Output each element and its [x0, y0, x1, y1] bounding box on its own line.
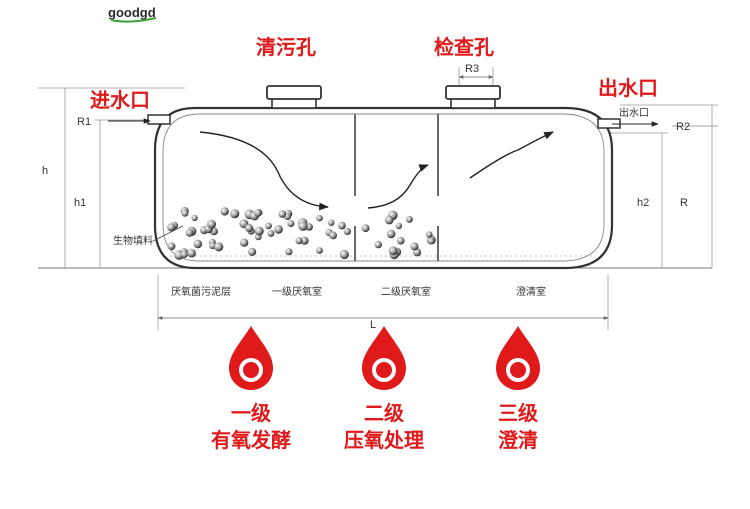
bio-filler-ball [298, 221, 308, 231]
bio-filler-ball [167, 223, 176, 232]
flow-arrow-2 [367, 164, 429, 209]
chamber-label-sludge: 厌氧菌污泥层 [171, 285, 231, 298]
dim-h1-label: h1 [74, 197, 86, 209]
flow-arrow-1 [199, 131, 329, 211]
flow-arrow-3 [469, 131, 554, 179]
bio-filler-ball [361, 224, 370, 233]
droplet-icons [229, 326, 540, 390]
bio-filler-ball [191, 214, 198, 222]
bio-filler-ball [405, 215, 413, 223]
bio-filler-pointer [152, 225, 184, 242]
bio-filler-ball [300, 236, 309, 245]
stage-2-line1: 二级 [364, 401, 404, 425]
bio-filler-ball [338, 221, 346, 230]
bio-filler-ball [386, 229, 396, 239]
bio-filler-ball [207, 219, 216, 229]
bio-filler-ball [410, 242, 419, 251]
bio-filler-ball [248, 247, 257, 256]
bio-filler-ball [388, 246, 398, 256]
bio-filler-ball [316, 247, 323, 254]
bio-filler-ball [254, 226, 264, 236]
dim-r3-label: R3 [465, 63, 479, 75]
chamber-label-second: 二级厌氧室 [381, 285, 431, 298]
bio-filler-ball [167, 242, 176, 251]
dim-h2-label: h2 [637, 197, 649, 209]
bio-filler-ball [230, 209, 240, 219]
bio-filler-ball [274, 224, 283, 234]
bio-filler-ball [329, 231, 337, 240]
droplet-icon-1 [229, 326, 273, 390]
bio-filler-ball [328, 219, 335, 226]
logo-text: goodgd [108, 5, 156, 20]
bio-filler-ball [185, 229, 194, 237]
flow-arrows [108, 118, 659, 211]
bio-filler-ball [180, 250, 188, 259]
stage-3-line1: 三级 [498, 401, 538, 425]
tank-body [147, 85, 621, 270]
dim-r1-label: R1 [77, 116, 91, 128]
outlet-small-label: 出水口 [619, 106, 649, 119]
bio-filler-ball [267, 229, 275, 237]
bio-filler-ball [397, 236, 405, 245]
bio-filler-ball [254, 209, 262, 217]
dimension-lines [38, 67, 718, 330]
water-inlet-label: 进水口 [90, 88, 150, 112]
inspection-hole-label: 检查孔 [434, 35, 494, 59]
bio-filler-ball [245, 224, 254, 233]
dim-r2-label: R2 [676, 121, 690, 133]
dim-l-label: L [370, 319, 376, 331]
bio-filler-ball [287, 220, 295, 227]
bio-filler-ball [295, 237, 303, 245]
bio-filler-ball [285, 248, 293, 256]
droplet-icon-3 [496, 326, 540, 390]
bio-filler-ball [193, 239, 203, 249]
bio-filler-ball [220, 207, 229, 216]
bio-filler-ball [374, 240, 382, 249]
bio-filler-ball [240, 238, 249, 247]
brand-logo: goodgd [108, 5, 157, 23]
water-outlet-label: 出水口 [598, 76, 658, 100]
bio-filler-ball [278, 210, 287, 218]
bio-filler-ball [181, 209, 189, 217]
bio-filler-ball [343, 227, 351, 235]
dim-r-label: R [680, 197, 688, 209]
sewage-hole-label: 清污孔 [256, 35, 316, 59]
bio-filler-ball [425, 231, 433, 238]
bio-filler-ball [316, 214, 323, 222]
droplet-icon-2 [362, 326, 406, 390]
bio-filler-ball [214, 242, 224, 252]
bio-filler-ball [265, 222, 272, 230]
bio-filler-ball [339, 249, 349, 260]
chamber-label-first: 一级厌氧室 [272, 285, 322, 298]
bio-filler-ball [395, 222, 403, 230]
stage-1-line1: 一级 [231, 401, 271, 425]
partition-walls [354, 114, 439, 261]
chamber-label-clarify: 澄清室 [516, 285, 546, 298]
bio-filler-ball [384, 215, 394, 225]
sewage-hole-cap [266, 85, 322, 109]
inlet-pipe [147, 114, 171, 125]
dim-h-label: h [42, 165, 48, 177]
logo-swoosh [110, 17, 157, 23]
bio-filler-balls [167, 206, 436, 260]
bio-filler-ball [427, 237, 435, 245]
stage-2-line2: 压氧处理 [344, 428, 424, 452]
bio-filler-ball [187, 248, 196, 258]
bio-filler-label: 生物填料 [113, 234, 153, 247]
inspection-hole-cap [445, 85, 501, 109]
stage-3-line2: 澄清 [498, 428, 538, 452]
stage-1-line2: 有氧发酵 [211, 428, 291, 452]
